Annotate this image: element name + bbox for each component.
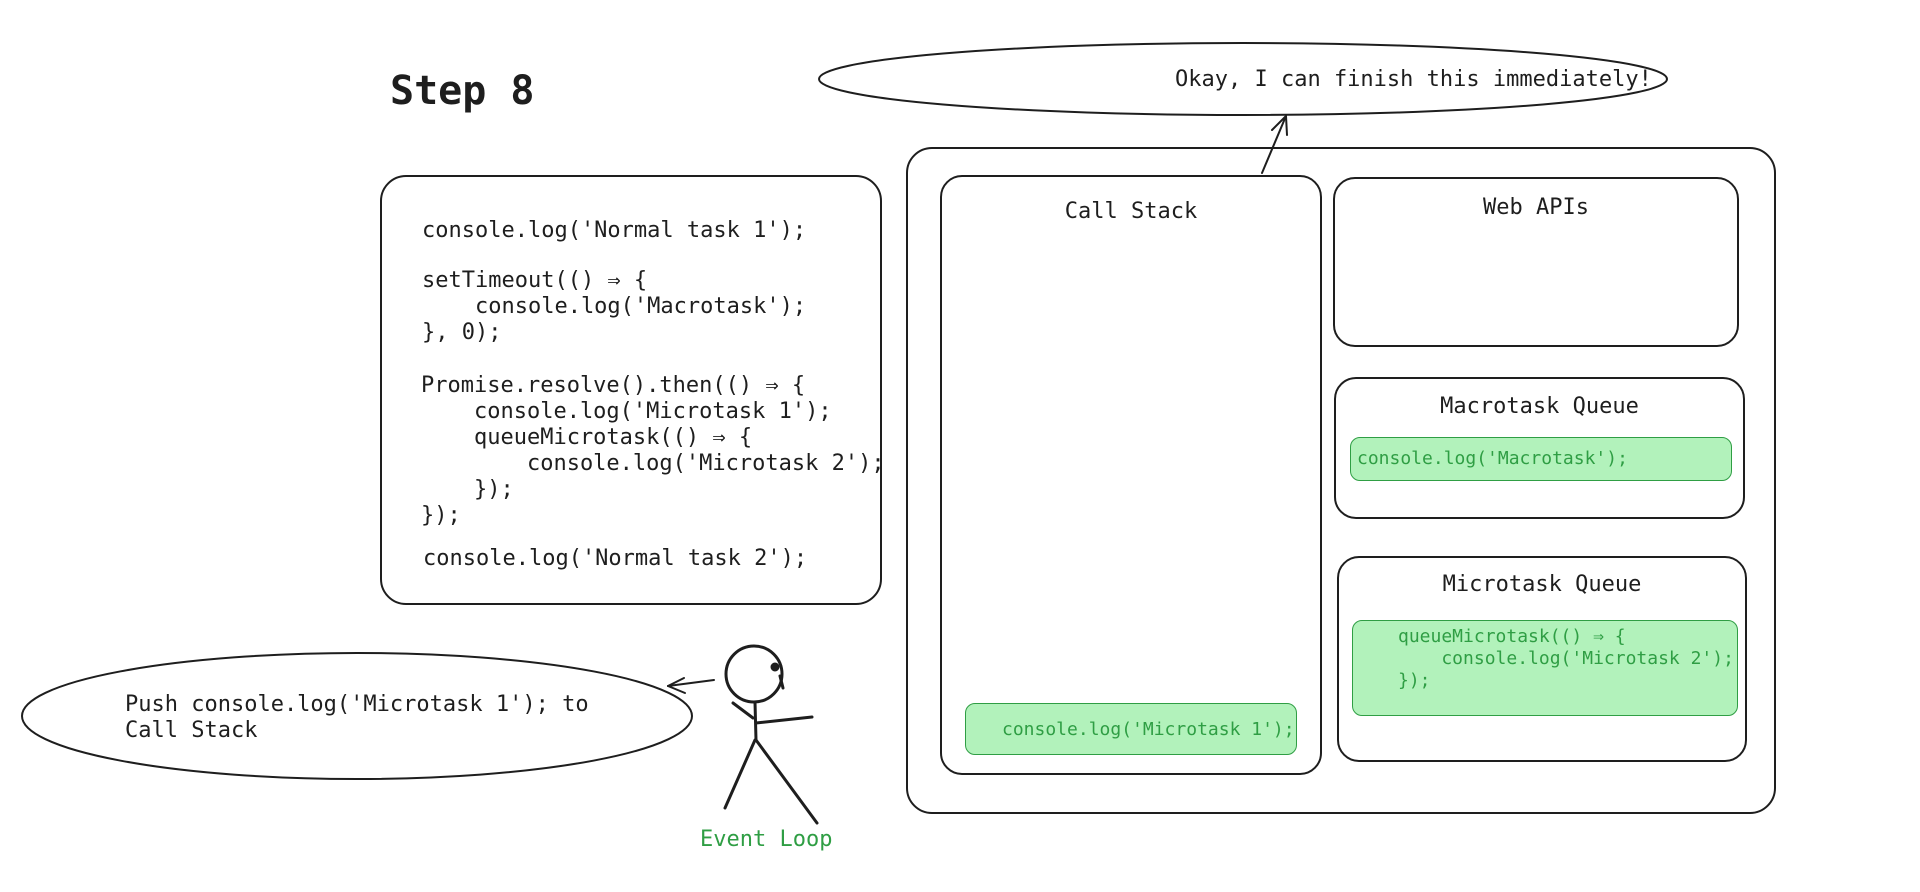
- step-title: Step 8: [390, 68, 535, 114]
- event-loop-label: Event Loop: [700, 827, 833, 852]
- code-line-normal-task-1: console.log('Normal task 1');: [422, 218, 807, 243]
- macrotask-queue-item: [1350, 437, 1732, 481]
- web-apis-title: Web APIs: [1483, 195, 1589, 220]
- speech-top-text: Okay, I can finish this immediately!: [1175, 67, 1652, 92]
- code-block-promise: Promise.resolve().then(() ⇒ { console.lo…: [421, 373, 885, 528]
- macrotask-queue-box: [1334, 377, 1745, 519]
- call-stack-box: [940, 175, 1322, 775]
- speech-bubble-left: [21, 652, 693, 780]
- code-line-normal-task-2: console.log('Normal task 2');: [423, 546, 808, 571]
- microtask-queue-box: [1337, 556, 1747, 762]
- runtime-container: [906, 147, 1776, 814]
- code-block-settimeout: setTimeout(() ⇒ { console.log('Macrotask…: [422, 268, 807, 345]
- call-stack-title: Call Stack: [1064, 199, 1198, 224]
- microtask-queue-item-text: queueMicrotask(() ⇒ { console.log('Micro…: [1398, 626, 1734, 691]
- microtask-queue-item: [1352, 620, 1738, 716]
- call-stack-item: [965, 703, 1297, 755]
- source-code-box: [380, 175, 882, 605]
- macrotask-queue-title: Macrotask Queue: [1440, 394, 1639, 419]
- speech-bubble-top: [818, 42, 1668, 116]
- arrow-to-left-bubble: [667, 677, 715, 694]
- web-apis-box: [1333, 177, 1739, 347]
- arrow-to-top-bubble: [1261, 115, 1288, 174]
- event-loop-stick-figure: [723, 644, 819, 825]
- microtask-queue-title: Microtask Queue: [1442, 572, 1642, 597]
- call-stack-item-text: console.log('Microtask 1');: [1002, 719, 1295, 740]
- macrotask-queue-item-text: console.log('Macrotask');: [1357, 448, 1628, 469]
- speech-left-text: Push console.log('Microtask 1'); to Call…: [125, 692, 589, 743]
